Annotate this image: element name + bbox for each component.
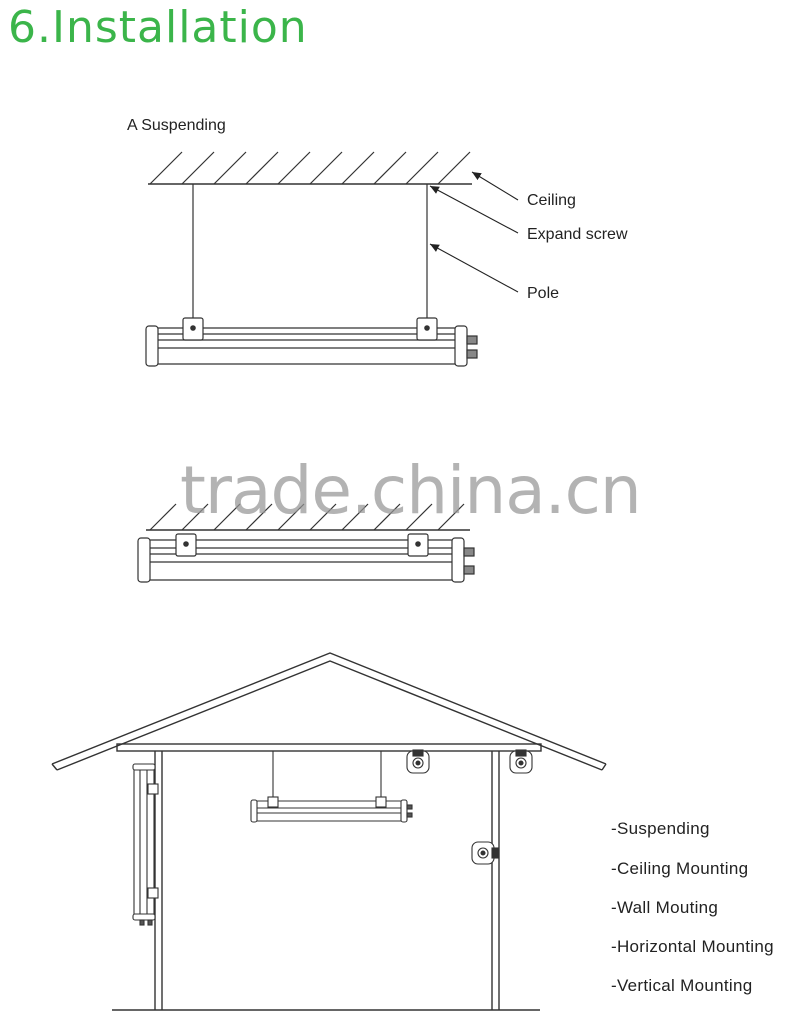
house-ceiling-mount-end-2 [509,749,533,774]
suspension-poles [192,184,428,322]
house-wall-mount-end [471,841,499,865]
watermark: trade.china.cn [180,452,642,529]
callout-arrows [429,171,519,293]
mounting-type-vertical: -Vertical Mounting [611,976,753,995]
house-suspended-fixture [250,751,413,823]
callout-expand-screw: Expand screw [527,226,628,243]
mounting-type-wall: -Wall Mouting [611,898,719,917]
page-title: 6.Installation [8,2,308,53]
house-ceiling-mount-end-1 [406,749,430,774]
ceiling-hatch [148,151,472,185]
mounting-type-suspending: -Suspending [611,819,710,838]
callout-ceiling: Ceiling [527,192,576,209]
house-vertical-fixture [132,763,159,926]
mounting-type-ceiling: -Ceiling Mounting [611,859,749,878]
mounting-type-horizontal: -Horizontal Mounting [611,937,774,956]
section-label-suspending: A Suspending [127,117,226,134]
ceiling-hatch-2 [146,503,470,531]
luminaire-suspended [145,317,478,367]
luminaire-ceiling-mounted [137,533,475,583]
callout-pole: Pole [527,285,560,302]
